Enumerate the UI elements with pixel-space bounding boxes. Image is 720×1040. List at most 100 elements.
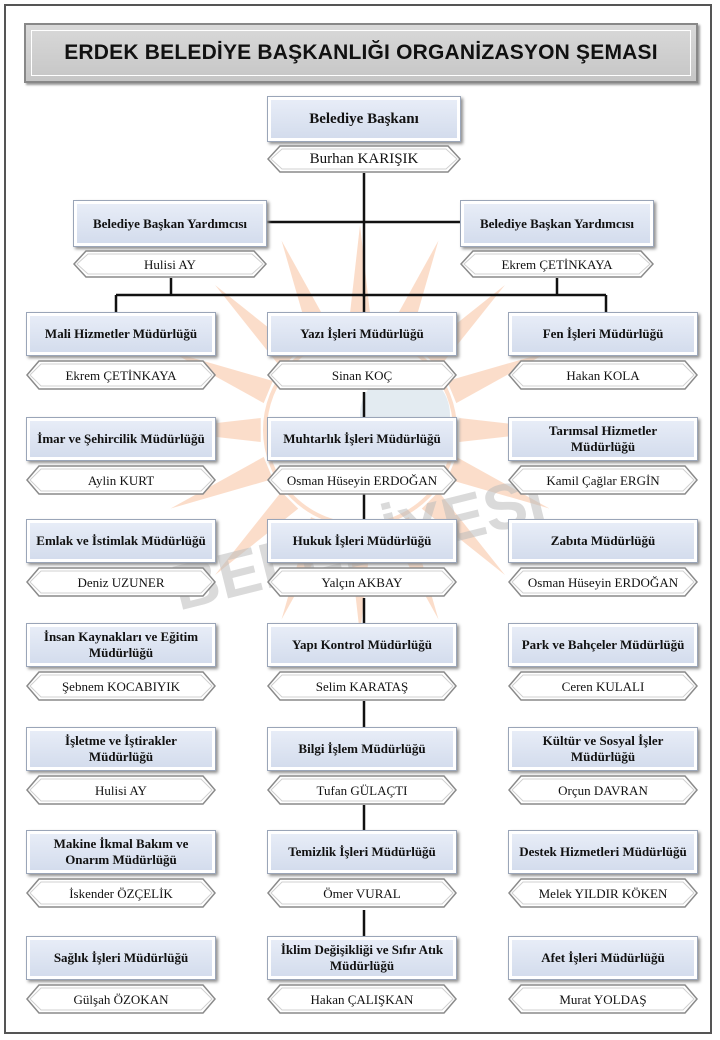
- department-title: Mali Hizmetler Müdürlüğü: [44, 326, 198, 341]
- watermark-ray: [170, 456, 273, 509]
- department-title: Afet İşleri Müdürlüğü: [541, 950, 665, 965]
- manager-name: Ekrem ÇETİNKAYA: [65, 367, 177, 383]
- manager-name: Melek YILDIR KÖKEN: [538, 885, 668, 901]
- department-box-right-4: Park ve Bahçeler Müdürlüğü: [508, 623, 698, 667]
- watermark-ray: [348, 225, 372, 331]
- watermark-ray: [215, 491, 299, 575]
- watermark-ray: [421, 491, 505, 575]
- department-title: Destek Hizmetleri Müdürlüğü: [519, 844, 687, 859]
- department-box-center-6: Temizlik İşleri Müdürlüğü: [267, 830, 457, 874]
- department-box-left-6: Makine İkmal Bakım ve Onarım Müdürlüğü: [26, 830, 216, 874]
- department-box-left-4: İnsan Kaynakları ve Eğitim Müdürlüğü: [26, 623, 216, 667]
- department-box-center-3: Hukuk İşleri Müdürlüğü: [267, 519, 457, 563]
- page-frame: [4, 4, 712, 1034]
- manager-name: İskender ÖZÇELİK: [69, 885, 173, 901]
- manager-name: Murat YOLDAŞ: [559, 991, 647, 1007]
- watermark-ray: [447, 456, 550, 509]
- deputy-name-tag-right: Ekrem ÇETİNKAYA: [460, 250, 654, 278]
- deputy-name-tag-left: Hulisi AY: [73, 250, 267, 278]
- manager-name-tag-right-7: Murat YOLDAŞ: [508, 984, 698, 1014]
- manager-name: Gülşah ÖZOKAN: [73, 991, 169, 1007]
- manager-name-tag-right-3: Osman Hüseyin ERDOĞAN: [508, 567, 698, 597]
- manager-name: Sinan KOÇ: [331, 367, 393, 383]
- department-title: İşletme ve İştirakler Müdürlüğü: [65, 733, 177, 764]
- department-box-center-5: Bilgi İşlem Müdürlüğü: [267, 727, 457, 771]
- department-box-right-3: Zabıta Müdürlüğü: [508, 519, 698, 563]
- mayor-name-tag: Burhan KARIŞIK: [267, 145, 461, 173]
- manager-name-tag-right-5: Orçun DAVRAN: [508, 775, 698, 805]
- mayor-box: Belediye Başkanı: [267, 96, 461, 142]
- manager-name-tag-center-6: Ömer VURAL: [267, 878, 457, 908]
- chart-title: ERDEK BELEDİYE BAŞKANLIĞI ORGANİZASYON Ş…: [64, 41, 658, 64]
- manager-name-tag-center-2: Osman Hüseyin ERDOĞAN: [267, 465, 457, 495]
- manager-name-tag-left-2: Aylin KURT: [26, 465, 216, 495]
- chart-title-banner: ERDEK BELEDİYE BAŞKANLIĞI ORGANİZASYON Ş…: [24, 23, 698, 83]
- manager-name-tag-left-4: Şebnem KOCABIYIK: [26, 671, 216, 701]
- department-title: İmar ve Şehircilik Müdürlüğü: [37, 431, 205, 446]
- deputy-title-right: Belediye Başkan Yardımcısı: [479, 215, 635, 231]
- manager-name: Deniz UZUNER: [77, 574, 165, 590]
- manager-name-tag-center-4: Selim KARATAŞ: [267, 671, 457, 701]
- department-title: Temizlik İşleri Müdürlüğü: [288, 844, 436, 859]
- department-title: Yapı Kontrol Müdürlüğü: [292, 637, 432, 652]
- manager-name-tag-left-7: Gülşah ÖZOKAN: [26, 984, 216, 1014]
- manager-name: Ömer VURAL: [323, 885, 401, 901]
- manager-name: Yalçın AKBAY: [321, 574, 403, 590]
- department-title: Muhtarlık İşleri Müdürlüğü: [283, 431, 441, 446]
- department-title: Bilgi İşlem Müdürlüğü: [298, 741, 426, 756]
- department-title: Makine İkmal Bakım ve Onarım Müdürlüğü: [53, 836, 189, 867]
- deputy-name-left: Hulisi AY: [144, 256, 196, 272]
- mayor-name: Burhan KARIŞIK: [309, 150, 419, 167]
- department-box-right-1: Fen İşleri Müdürlüğü: [508, 312, 698, 356]
- department-title: İnsan Kaynakları ve Eğitim Müdürlüğü: [43, 629, 199, 660]
- deputy-name-right: Ekrem ÇETİNKAYA: [501, 256, 613, 272]
- manager-name-tag-left-1: Ekrem ÇETİNKAYA: [26, 360, 216, 390]
- department-box-center-4: Yapı Kontrol Müdürlüğü: [267, 623, 457, 667]
- department-title: Hukuk İşleri Müdürlüğü: [292, 533, 432, 548]
- deputy-box-right: Belediye Başkan Yardımcısı: [460, 200, 654, 247]
- department-title: Kültür ve Sosyal İşler Müdürlüğü: [542, 733, 664, 764]
- manager-name-tag-left-5: Hulisi AY: [26, 775, 216, 805]
- deputy-box-left: Belediye Başkan Yardımcısı: [73, 200, 267, 247]
- department-box-center-7: İklim Değişikliği ve Sıfır Atık Müdürlüğ…: [267, 936, 457, 980]
- manager-name: Kamil Çağlar ERGİN: [546, 472, 660, 488]
- mayor-title: Belediye Başkanı: [309, 111, 419, 127]
- manager-name: Selim KARATAŞ: [315, 678, 409, 694]
- manager-name: Osman Hüseyin ERDOĞAN: [527, 574, 679, 590]
- manager-name-tag-right-6: Melek YILDIR KÖKEN: [508, 878, 698, 908]
- manager-name: Hulisi AY: [95, 782, 147, 798]
- department-title: Sağlık İşleri Müdürlüğü: [53, 950, 189, 965]
- manager-name-tag-right-4: Ceren KULALI: [508, 671, 698, 701]
- manager-name-tag-center-1: Sinan KOÇ: [267, 360, 457, 390]
- department-box-left-7: Sağlık İşleri Müdürlüğü: [26, 936, 216, 980]
- department-box-right-2: Tarımsal Hizmetler Müdürlüğü: [508, 417, 698, 461]
- manager-name: Şebnem KOCABIYIK: [61, 678, 181, 694]
- manager-name: Orçun DAVRAN: [558, 782, 648, 798]
- department-box-left-2: İmar ve Şehircilik Müdürlüğü: [26, 417, 216, 461]
- manager-name-tag-right-2: Kamil Çağlar ERGİN: [508, 465, 698, 495]
- manager-name: Hakan KOLA: [566, 367, 640, 383]
- department-title: Zabıta Müdürlüğü: [550, 533, 656, 548]
- manager-name: Hakan ÇALIŞKAN: [310, 991, 414, 1007]
- department-box-center-1: Yazı İşleri Müdürlüğü: [267, 312, 457, 356]
- department-box-center-2: Muhtarlık İşleri Müdürlüğü: [267, 417, 457, 461]
- manager-name-tag-center-3: Yalçın AKBAY: [267, 567, 457, 597]
- department-title: Fen İşleri Müdürlüğü: [542, 326, 664, 341]
- manager-name-tag-right-1: Hakan KOLA: [508, 360, 698, 390]
- department-title: Tarımsal Hizmetler Müdürlüğü: [548, 423, 658, 454]
- manager-name: Tufan GÜLAÇTI: [316, 782, 408, 798]
- department-title: Park ve Bahçeler Müdürlüğü: [521, 637, 685, 652]
- department-title: Emlak ve İstimlak Müdürlüğü: [36, 533, 206, 548]
- department-box-left-3: Emlak ve İstimlak Müdürlüğü: [26, 519, 216, 563]
- department-title: İklim Değişikliği ve Sıfır Atık Müdürlüğ…: [280, 942, 444, 973]
- manager-name: Aylin KURT: [87, 472, 155, 488]
- manager-name-tag-center-5: Tufan GÜLAÇTI: [267, 775, 457, 805]
- department-title: Yazı İşleri Müdürlüğü: [300, 326, 424, 341]
- manager-name: Osman Hüseyin ERDOĞAN: [286, 472, 438, 488]
- department-box-left-5: İşletme ve İştirakler Müdürlüğü: [26, 727, 216, 771]
- manager-name-tag-left-6: İskender ÖZÇELİK: [26, 878, 216, 908]
- manager-name-tag-left-3: Deniz UZUNER: [26, 567, 216, 597]
- department-box-right-7: Afet İşleri Müdürlüğü: [508, 936, 698, 980]
- department-box-left-1: Mali Hizmetler Müdürlüğü: [26, 312, 216, 356]
